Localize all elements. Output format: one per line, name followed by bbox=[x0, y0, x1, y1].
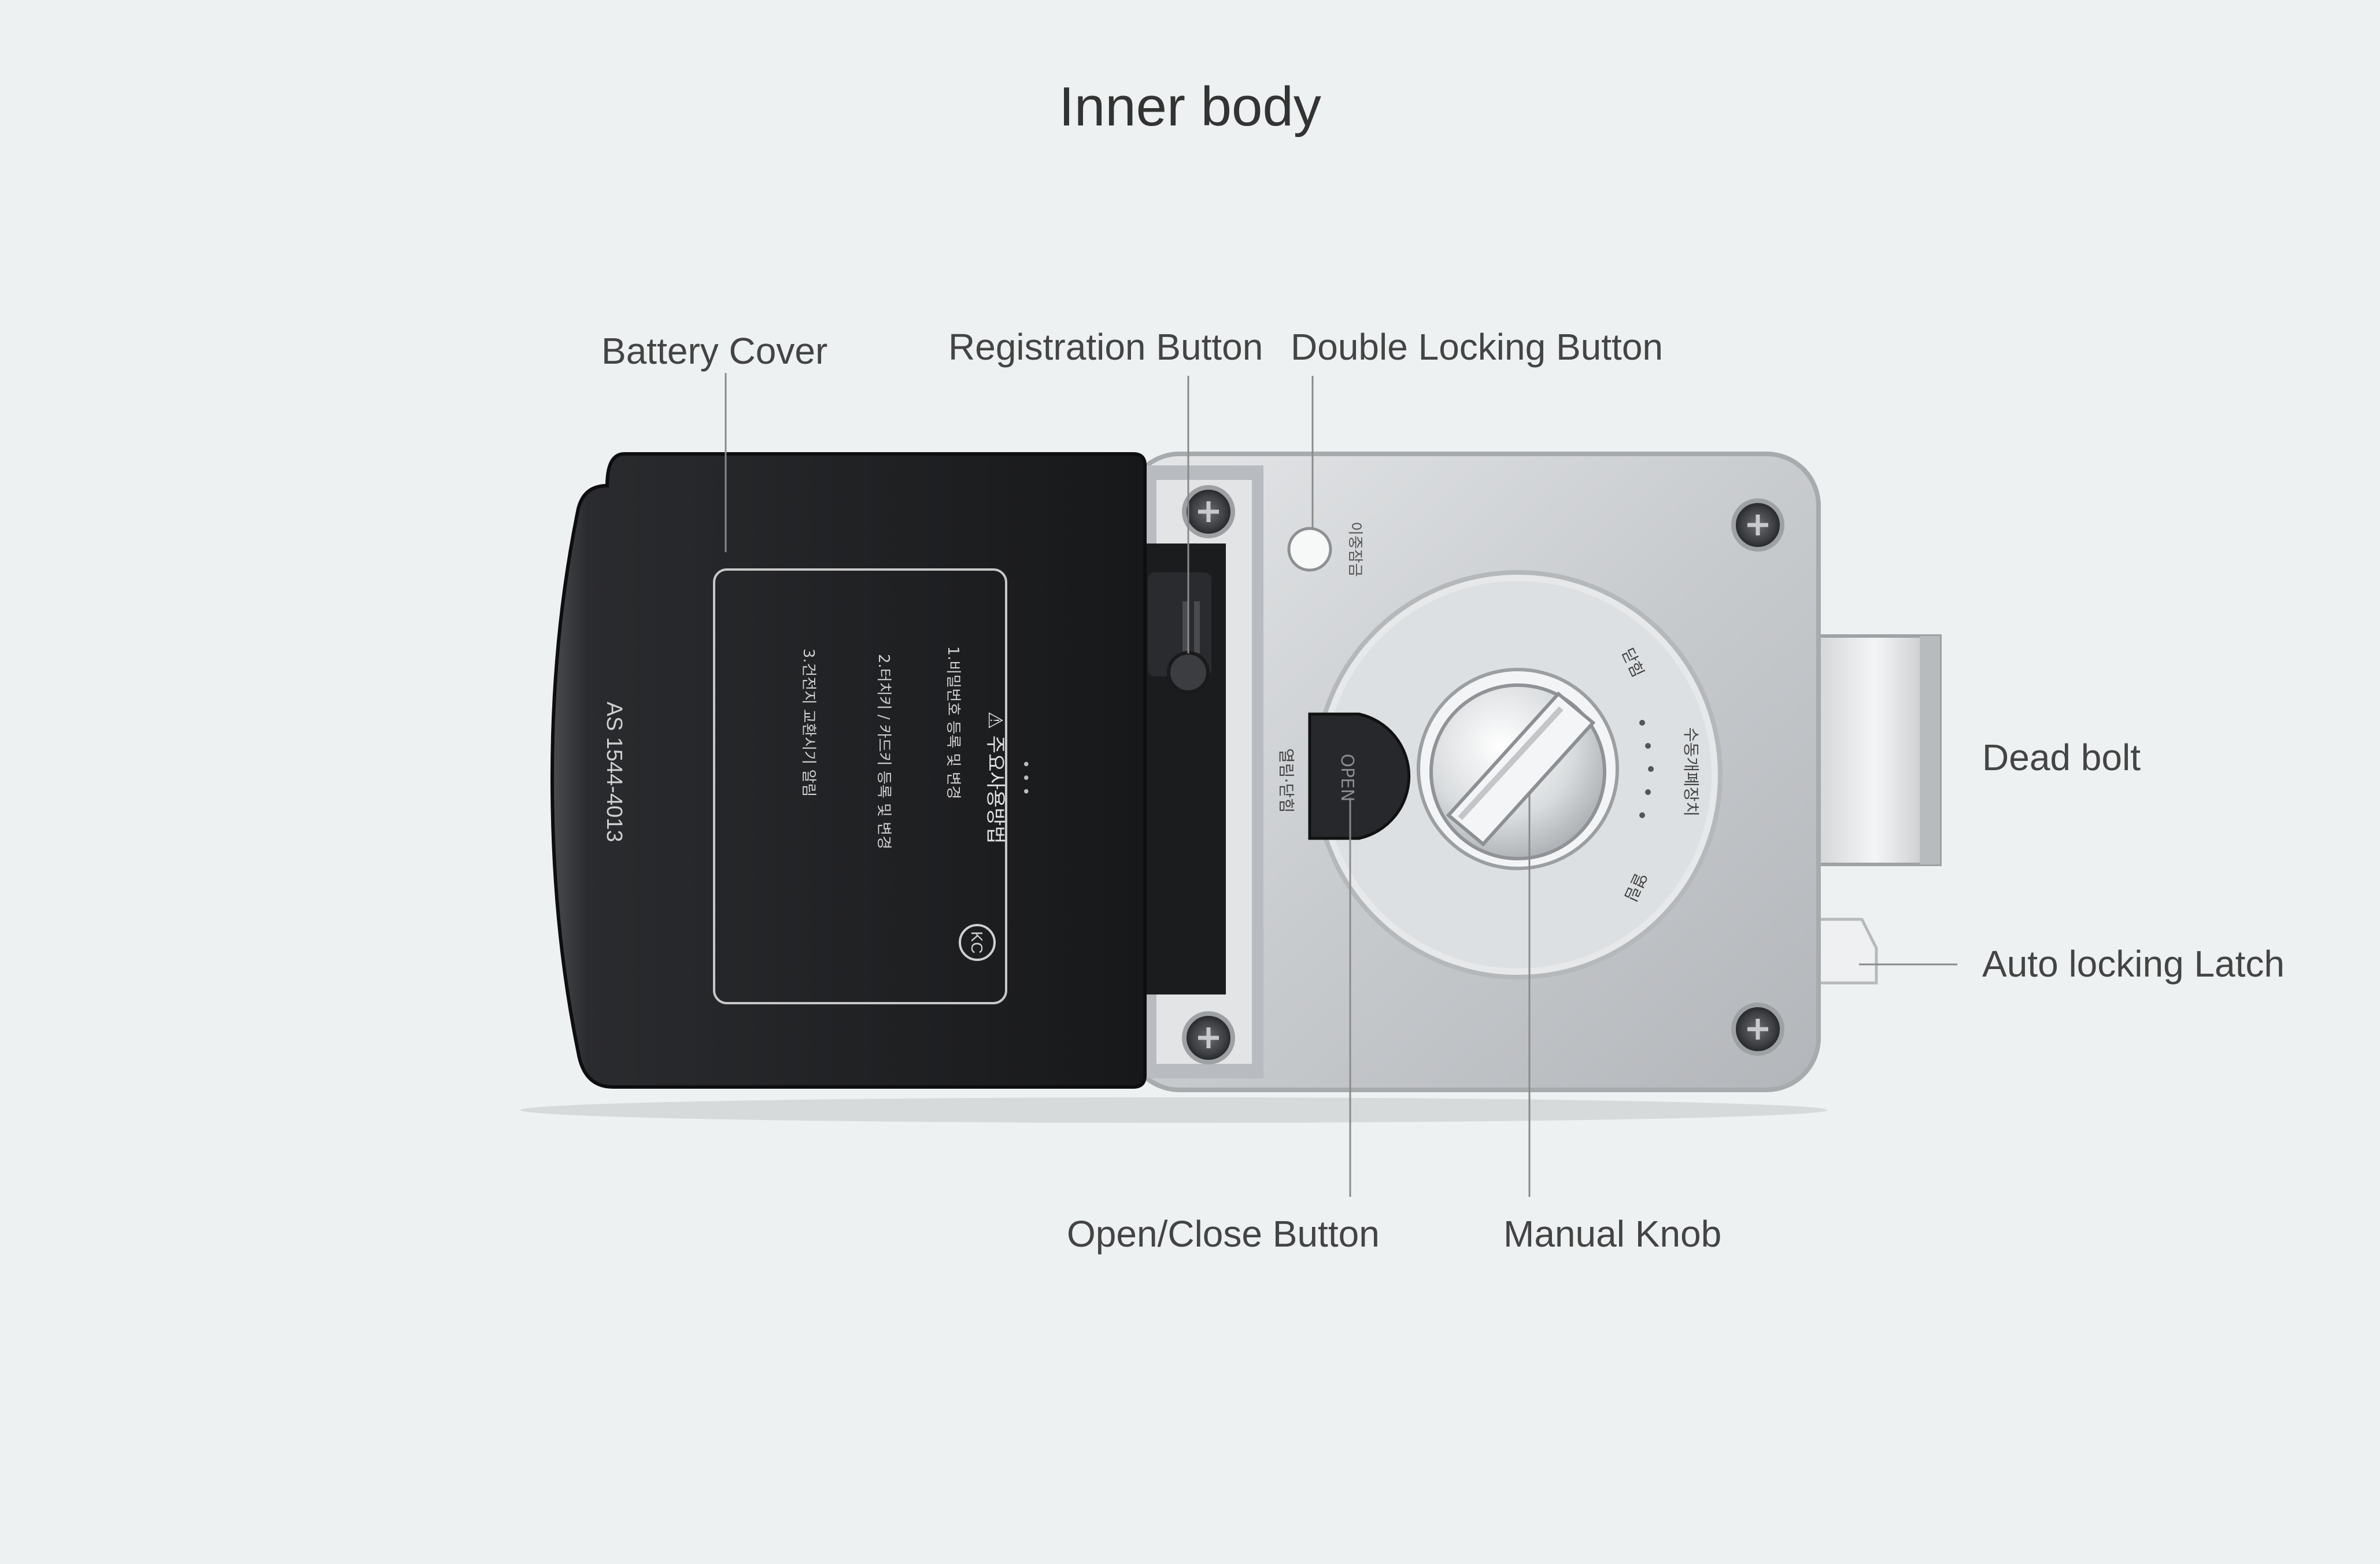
notice-label bbox=[713, 568, 1007, 1004]
as-number-text: AS 1544-4013 bbox=[602, 702, 626, 842]
notice-line-dots: • • • bbox=[1017, 760, 1034, 796]
device-shadow bbox=[520, 1097, 1827, 1123]
notice-line1-text: 1.비밀번호 등록 및 변경 bbox=[944, 646, 962, 800]
diagram-title: Inner body bbox=[1059, 76, 1321, 138]
leader-lines bbox=[725, 373, 1957, 1197]
open-close-button[interactable]: OPEN bbox=[1308, 712, 1411, 840]
notice-title-text: ⚠ 주요사용방법 bbox=[984, 712, 1007, 844]
double-locking-button-label: Double Locking Button bbox=[1291, 326, 1663, 368]
battery-compartment bbox=[1133, 543, 1226, 994]
double-locking-button[interactable] bbox=[1287, 527, 1332, 572]
manual-knob[interactable] bbox=[1429, 683, 1606, 860]
svg-text:OPEN: OPEN bbox=[1337, 753, 1357, 801]
screw-top-left-icon bbox=[1182, 485, 1235, 538]
notice-line2-text: 2.터치키 / 카드키 등록 및 변경 bbox=[875, 654, 892, 849]
manual-knob-label: Manual Knob bbox=[1503, 1213, 1722, 1255]
svg-text:KC: KC bbox=[968, 931, 986, 954]
battery-cover-label: Battery Cover bbox=[601, 330, 828, 372]
auto-locking-latch-label: Auto locking Latch bbox=[1982, 943, 2285, 985]
open-close-button-label: Open/Close Button bbox=[1067, 1213, 1380, 1255]
notice-line3-text: 3.건전지 교환시기 알림 bbox=[800, 649, 817, 797]
knob-manual-text: 수동개폐장치 bbox=[1681, 727, 1701, 817]
open-close-text: 열림·닫힘 bbox=[1277, 748, 1296, 813]
double-lock-text: 이중잠금 bbox=[1346, 522, 1363, 577]
registration-button[interactable] bbox=[1167, 651, 1210, 694]
screw-bottom-left-icon bbox=[1182, 1011, 1235, 1064]
battery-cover[interactable]: • • • AS 1544-4013 ⚠ 주요사용방법 1.비밀번호 등록 및 … bbox=[550, 452, 1147, 1089]
dead-bolt-label: Dead bolt bbox=[1982, 737, 2141, 778]
dead-bolt bbox=[1808, 634, 1942, 866]
screw-bottom-right-icon bbox=[1731, 1003, 1784, 1056]
kc-mark-icon: KC bbox=[959, 924, 996, 961]
registration-button-label: Registration Button bbox=[948, 326, 1263, 368]
screw-top-right-icon bbox=[1731, 498, 1784, 552]
